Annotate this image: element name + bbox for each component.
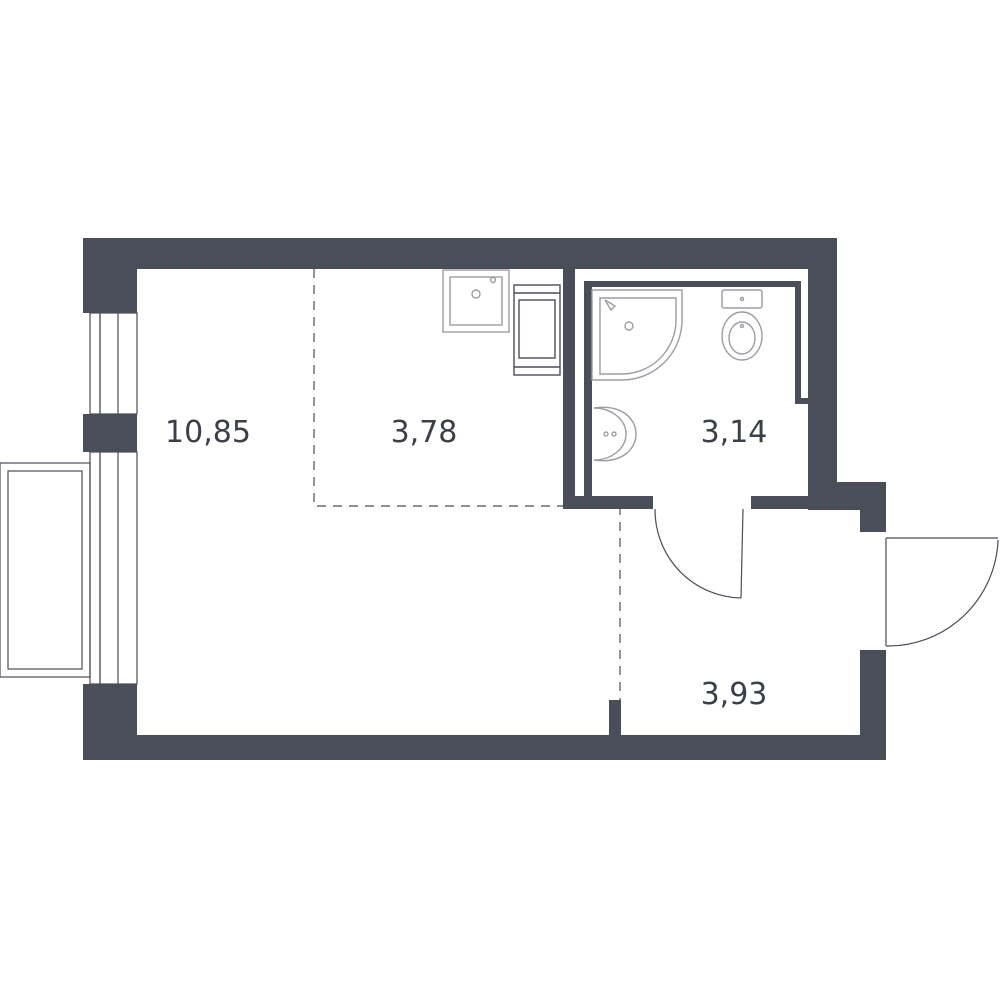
- outer-walls: [83, 238, 886, 760]
- washbasin: [593, 406, 637, 462]
- shower: [591, 289, 683, 381]
- room-area-hallway: 3,93: [701, 677, 768, 712]
- toilet: [721, 289, 763, 361]
- kitchen-stove: [513, 284, 561, 376]
- zone-boundaries: [313, 269, 621, 700]
- bathroom-walls: [563, 269, 811, 509]
- balcony: [0, 462, 91, 678]
- entrance-door[interactable]: [885, 537, 999, 647]
- partition-stub: [609, 700, 621, 736]
- window-lower: [89, 451, 138, 685]
- room-area-bathroom: 3,14: [701, 415, 768, 450]
- room-area-kitchen: 3,78: [391, 415, 458, 450]
- bathroom-door[interactable]: [654, 508, 744, 599]
- room-area-main-room: 10,85: [165, 415, 251, 450]
- kitchen-sink: [442, 269, 510, 333]
- window-upper: [89, 312, 138, 415]
